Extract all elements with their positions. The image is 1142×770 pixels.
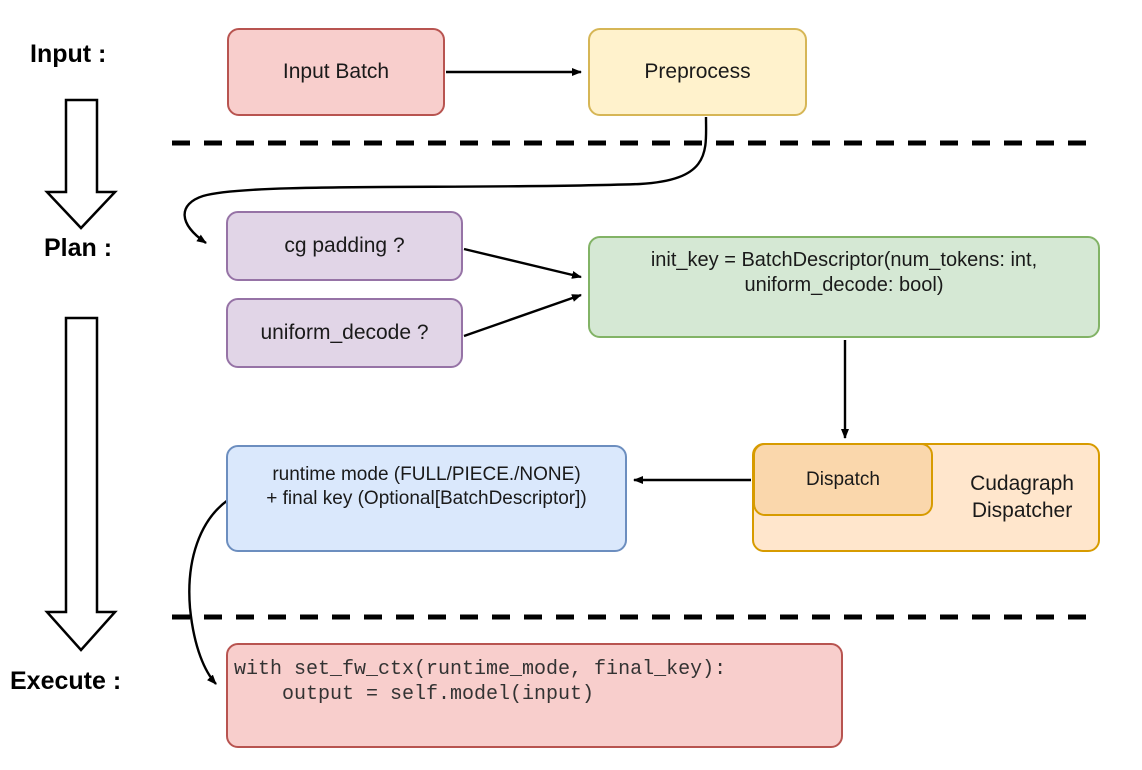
node-input-batch[interactable]: Input Batch bbox=[227, 28, 445, 116]
node-runtime-mode-line1: runtime mode (FULL/PIECE./NONE) bbox=[272, 464, 581, 485]
arrow-uniform-decode-to-init-key bbox=[463, 293, 582, 338]
node-cudagraph-dispatcher-label: Cudagraph Dispatcher bbox=[970, 472, 1074, 522]
node-init-key[interactable]: init_key = BatchDescriptor(num_tokens: i… bbox=[588, 236, 1100, 338]
node-uniform-decode[interactable]: uniform_decode ? bbox=[226, 298, 463, 368]
stage-label-execute: Execute : bbox=[10, 667, 122, 695]
arrow-preprocess-to-cg-padding bbox=[183, 116, 708, 244]
node-runtime-mode-line2: + final key (Optional[BatchDescriptor]) bbox=[266, 487, 587, 509]
arrow-cg-padding-to-init-key bbox=[463, 247, 582, 279]
node-preprocess[interactable]: Preprocess bbox=[588, 28, 807, 116]
node-preprocess-label: Preprocess bbox=[644, 59, 751, 83]
node-dispatch-label: Dispatch bbox=[806, 468, 880, 490]
arrow-runtime-mode-to-execute-code bbox=[188, 499, 229, 685]
node-cg-padding-label: cg padding ? bbox=[284, 233, 405, 257]
node-dispatch[interactable]: Dispatch bbox=[753, 443, 933, 516]
node-init-key-line2: uniform_decode: bool) bbox=[744, 274, 944, 296]
stage-label-input: Input : bbox=[30, 40, 107, 68]
node-cg-padding[interactable]: cg padding ? bbox=[226, 211, 463, 281]
stage-arrow-input-to-plan bbox=[44, 98, 118, 230]
stage-arrow-plan-to-execute bbox=[44, 316, 118, 652]
node-execute-code-line1: with set_fw_ctx(runtime_mode, final_key)… bbox=[234, 658, 727, 681]
node-init-key-line1: init_key = BatchDescriptor(num_tokens: i… bbox=[650, 249, 1038, 271]
stage-label-plan: Plan : bbox=[44, 234, 113, 262]
node-uniform-decode-label: uniform_decode ? bbox=[260, 320, 429, 344]
node-input-batch-label: Input Batch bbox=[282, 59, 390, 83]
node-runtime-mode[interactable]: runtime mode (FULL/PIECE./NONE) + final … bbox=[226, 445, 627, 552]
node-execute-code[interactable]: with set_fw_ctx(runtime_mode, final_key)… bbox=[226, 643, 843, 748]
node-execute-code-line2: output = self.model(input) bbox=[234, 683, 595, 706]
